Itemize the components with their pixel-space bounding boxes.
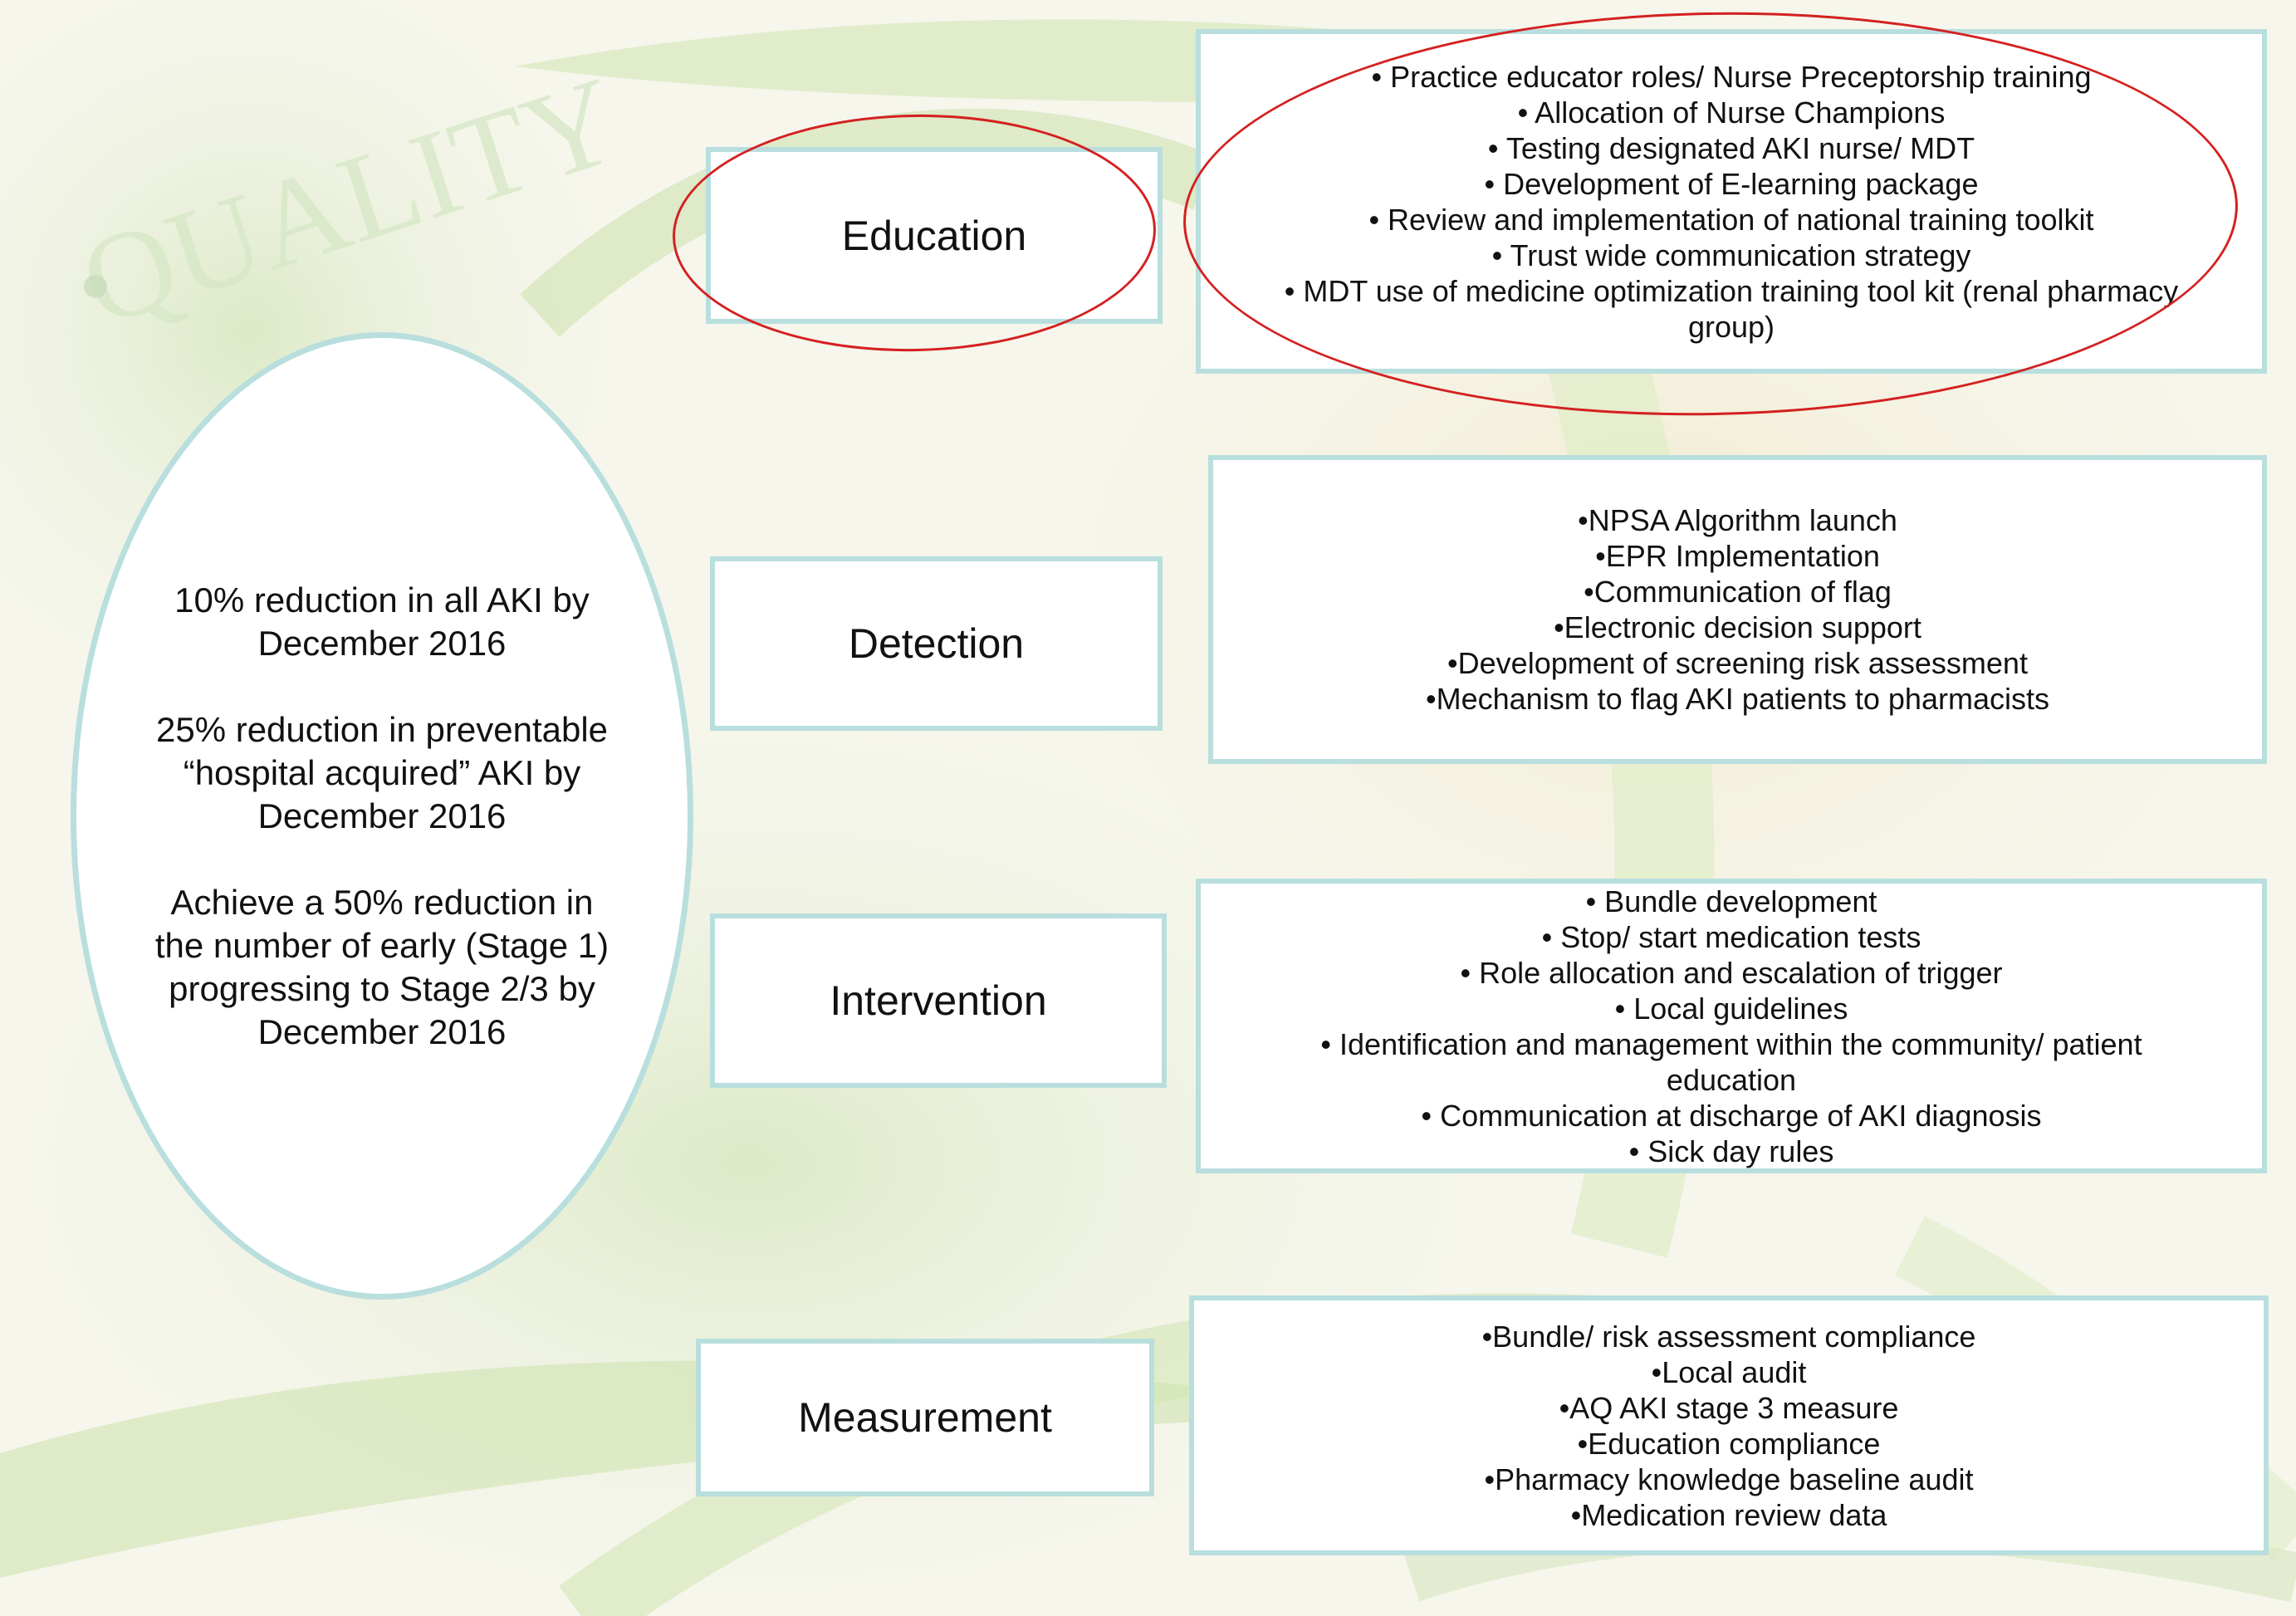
action-item: •Pharmacy knowledge baseline audit (1484, 1462, 1974, 1496)
action-item: •Communication of flag (1584, 575, 1892, 609)
action-item: • Testing designated AKI nurse/ MDT (1487, 130, 1975, 165)
goal-3: Achieve a 50% reduction in the number of… (154, 882, 609, 1051)
action-item: • Bundle development (1585, 884, 1877, 918)
action-item: •Education compliance (1577, 1426, 1881, 1461)
driver-label: Detection (848, 620, 1025, 667)
driver-label: Intervention (830, 977, 1047, 1024)
action-item: •Development of screening risk assessmen… (1447, 646, 2028, 680)
action-item: • Allocation of Nurse Champions (1517, 95, 1946, 130)
action-item: •NPSA Algorithm launch (1578, 503, 1897, 537)
actions-intervention: • Bundle development • Stop/ start medic… (1196, 879, 2267, 1173)
action-item: •EPR Implementation (1595, 539, 1880, 573)
action-item: • Stop/ start medication tests (1541, 919, 1921, 954)
driver-measurement: Measurement (696, 1339, 1154, 1496)
action-item: • Local guidelines (1614, 991, 1848, 1026)
actions-detection: •NPSA Algorithm launch •EPR Implementati… (1208, 455, 2267, 764)
action-item: • Trust wide communication strategy (1491, 238, 1971, 272)
action-item: • Role allocation and escalation of trig… (1460, 955, 2003, 990)
action-item: •Bundle/ risk assessment compliance (1481, 1319, 1976, 1354)
action-item: •AQ AKI stage 3 measure (1559, 1390, 1899, 1425)
actions-education: • Practice educator roles/ Nurse Precept… (1196, 29, 2267, 374)
driver-label: Measurement (798, 1394, 1052, 1441)
action-item: • Development of E-learning package (1484, 166, 1979, 201)
action-item: • MDT use of medicine optimization train… (1284, 273, 2179, 308)
action-item: group) (1687, 309, 1775, 344)
driver-label: Education (841, 212, 1027, 259)
goal-1: 10% reduction in all AKI by December 201… (174, 580, 590, 663)
action-item: education (1666, 1062, 1797, 1097)
action-item: •Local audit (1651, 1354, 1807, 1389)
action-item: • Communication at discharge of AKI diag… (1421, 1098, 2042, 1133)
action-item: • Sick day rules (1628, 1134, 1834, 1168)
driver-intervention: Intervention (710, 913, 1167, 1088)
goal-2: 25% reduction in preventable “hospital a… (155, 709, 609, 835)
action-item: • Identification and management within t… (1320, 1026, 2142, 1061)
actions-measurement: •Bundle/ risk assessment compliance •Loc… (1189, 1295, 2269, 1555)
action-item: •Mechanism to flag AKI patients to pharm… (1426, 682, 2049, 716)
action-item: • Practice educator roles/ Nurse Precept… (1371, 59, 2092, 94)
action-item: •Electronic decision support (1554, 610, 1921, 644)
driver-detection: Detection (710, 556, 1163, 731)
goals-oval: 10% reduction in all AKI by December 201… (71, 332, 693, 1300)
driver-education: Education (706, 147, 1163, 324)
action-item: • Review and implementation of national … (1368, 202, 2094, 237)
action-item: •Medication review data (1570, 1497, 1887, 1532)
